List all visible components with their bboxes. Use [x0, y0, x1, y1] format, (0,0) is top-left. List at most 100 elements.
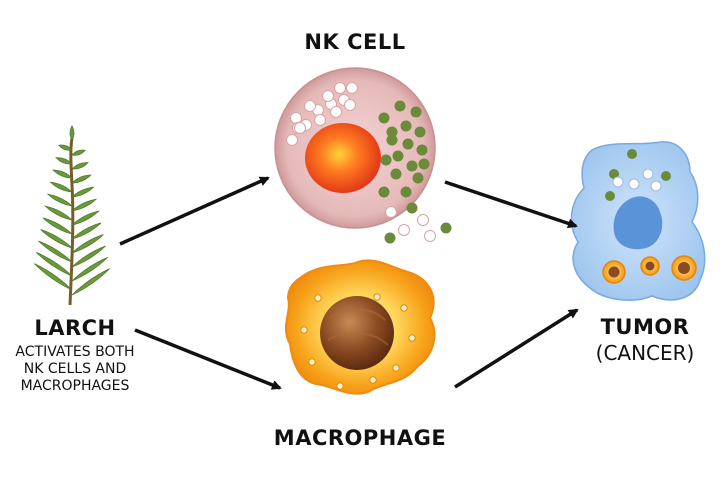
tumor-nucleus [613, 196, 663, 250]
macrophage-icon [285, 259, 436, 395]
green-granule [416, 144, 428, 156]
white-granule [330, 106, 342, 118]
green-granule [440, 222, 452, 234]
larch-needle [52, 169, 74, 179]
white-granule [398, 224, 410, 236]
larch-needle [70, 174, 92, 184]
larch-needle [71, 234, 104, 254]
green-granule [418, 158, 430, 170]
larch-description: ACTIVATES BOTH NK CELLS AND MACROPHAGES [0, 344, 150, 395]
green-granule [661, 171, 671, 181]
green-granule [400, 186, 412, 198]
green-granule [406, 160, 418, 172]
vesicle [308, 358, 316, 366]
green-granule [386, 126, 398, 138]
larch-needle [36, 252, 73, 277]
green-granule [380, 154, 392, 166]
green-granule [400, 120, 412, 132]
macrophage-vesicles [300, 293, 416, 390]
green-granule [392, 150, 404, 162]
vesicle [369, 376, 377, 384]
larch-needle [71, 257, 108, 282]
larch-branch-icon [34, 125, 110, 306]
larch-needle [34, 263, 73, 291]
green-granule [605, 191, 615, 201]
larch-needle [58, 144, 73, 151]
green-granule [386, 134, 398, 146]
larch-needle [70, 198, 98, 212]
vesicle [408, 334, 416, 342]
vesicle [300, 326, 308, 334]
white-granule [286, 134, 298, 146]
larch-needle [49, 181, 74, 193]
green-granule [394, 100, 406, 112]
green-granule [627, 149, 637, 159]
mini-macrophage [671, 255, 697, 281]
arrow-larch-to-macrophage [134, 328, 282, 390]
white-granule [344, 99, 356, 111]
larch-desc-line-2: NK CELLS AND [23, 361, 127, 377]
white-granule [642, 168, 654, 180]
arrow-macrophage-to-tumor [454, 308, 579, 389]
vesicle [314, 294, 322, 302]
vesicle [336, 382, 344, 390]
white-granule [417, 214, 429, 226]
white-granule [314, 114, 326, 126]
nk-released-granules [384, 202, 452, 244]
arrow-nk-to-tumor [444, 180, 578, 229]
mini-macrophage [640, 256, 660, 276]
larch-needle [46, 193, 74, 207]
white-granule [650, 180, 662, 192]
tumor-cell-icon [570, 141, 706, 301]
larch-needle [42, 217, 73, 235]
nk-cell-nucleus [305, 123, 381, 193]
green-granule [378, 112, 390, 124]
white-granule [304, 100, 316, 112]
nk-green-granules [378, 100, 430, 198]
larch-needle [40, 229, 73, 249]
larch-needle [71, 245, 106, 268]
green-granule [402, 138, 414, 150]
larch-desc-line-1: ACTIVATES BOTH [15, 344, 135, 360]
green-granule [412, 172, 424, 184]
white-granule [294, 122, 306, 134]
green-granule [384, 232, 396, 244]
tumor-mini-macrophages [602, 255, 697, 284]
nk-cell-label: NK CELL [304, 30, 406, 54]
larch-label: LARCH [34, 316, 116, 340]
larch-desc-line-3: MACROPHAGES [20, 378, 130, 394]
macrophage-label: MACROPHAGE [273, 426, 447, 450]
green-granule [609, 169, 619, 179]
green-granule [410, 106, 422, 118]
tumor-label: TUMOR [600, 315, 690, 339]
white-granule [290, 112, 302, 124]
larch-needle [44, 205, 74, 221]
vesicle [392, 364, 400, 372]
larch-needle [71, 268, 110, 296]
green-granule [406, 202, 418, 214]
larch-needle [71, 149, 86, 156]
larch-needle [70, 210, 100, 226]
white-granule [612, 176, 624, 188]
larch-needle [38, 240, 73, 263]
larch-needle [71, 162, 89, 170]
white-granule [628, 178, 640, 190]
green-granule [378, 186, 390, 198]
nk-cell-icon [274, 67, 452, 244]
mini-macrophage [602, 260, 626, 284]
white-granule [385, 206, 397, 218]
white-granule [346, 82, 358, 94]
larch-needle [55, 157, 73, 165]
white-granule [322, 90, 334, 102]
green-granule [390, 168, 402, 180]
nk-white-granules [286, 82, 358, 146]
vesicle [373, 293, 381, 301]
white-granule [424, 230, 436, 242]
green-granule [414, 126, 426, 138]
white-granule [334, 82, 346, 94]
larch-needle [71, 222, 102, 240]
vesicle [400, 304, 408, 312]
tumor-sublabel: (CANCER) [595, 341, 695, 365]
arrow-larch-to-nk [119, 176, 270, 246]
